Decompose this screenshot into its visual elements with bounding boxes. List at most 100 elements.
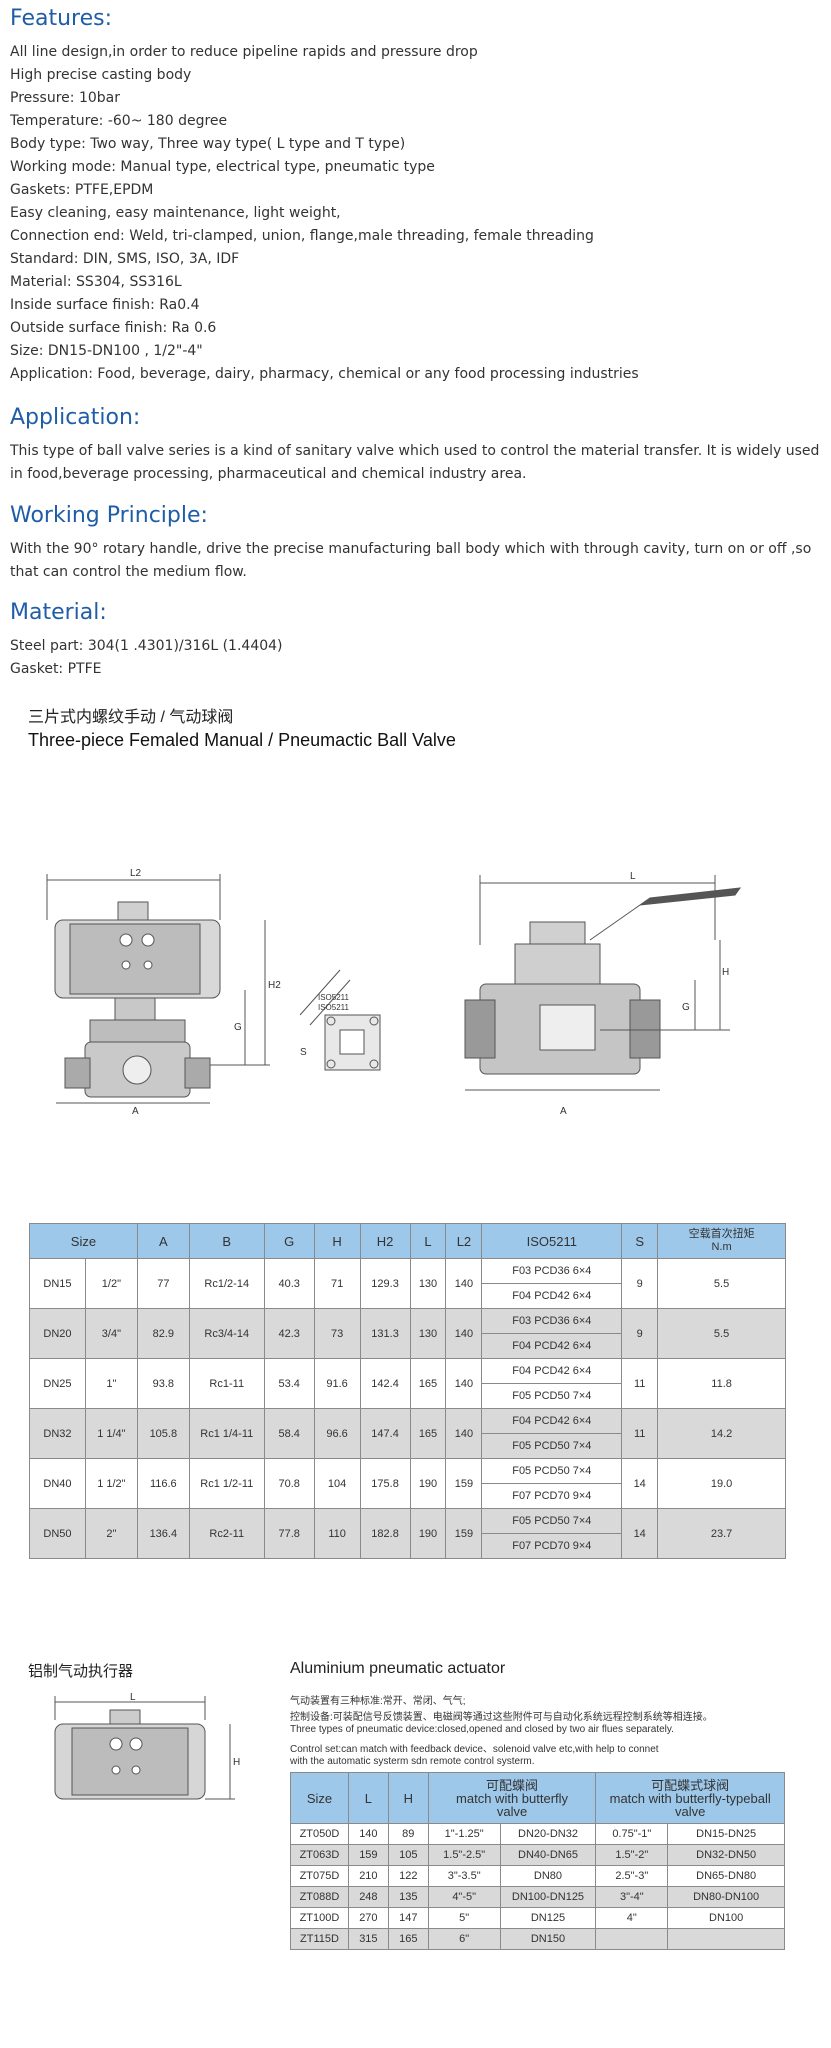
cell-l2: 140 xyxy=(445,1408,483,1459)
actuator-cell: 105 xyxy=(387,1844,429,1866)
cell-h: 91.6 xyxy=(313,1358,361,1409)
cell-g: 77.8 xyxy=(263,1508,315,1559)
cell-l: 190 xyxy=(409,1508,447,1559)
label-a: A xyxy=(132,1106,139,1117)
cell-b: Rc1 1/2-11 xyxy=(188,1458,265,1509)
actuator-cell: 3"-4" xyxy=(595,1886,669,1908)
header-l: L xyxy=(409,1223,447,1259)
cell-h: 71 xyxy=(313,1258,361,1309)
act-header-butterfly-ball: 可配蝶式球阀 match with butterfly-typeball val… xyxy=(595,1772,785,1824)
cell-h: 104 xyxy=(313,1458,361,1509)
feature-line: Temperature: -60~ 180 degree xyxy=(10,113,228,129)
actuator-cell: 140 xyxy=(347,1823,389,1845)
feature-line: Body type: Two way, Three way type( L ty… xyxy=(10,136,406,152)
working-principle-text: With the 90° rotary handle, drive the pr… xyxy=(10,541,812,580)
cell-s: 11 xyxy=(621,1408,659,1459)
cell-a: 82.9 xyxy=(136,1308,190,1359)
actuator-cell: 210 xyxy=(347,1865,389,1887)
application-text: This type of ball valve series is a kind… xyxy=(10,443,820,482)
label-s: S xyxy=(300,1047,307,1058)
valve-drawings: L2 H2 G A ISO5211 ISO5211 S L H G A xyxy=(46,868,742,1117)
actuator-title-cn: 铝制气动执行器 xyxy=(28,1663,134,1680)
product-title-cn: 三片式内螺纹手动 / 气动球阀 xyxy=(28,709,234,726)
cell-l: 165 xyxy=(409,1358,447,1409)
material-line-gasket: Gasket: PTFE xyxy=(10,661,102,677)
actuator-cell: DN20-DN32 xyxy=(499,1823,597,1845)
actuator-cell: 147 xyxy=(387,1907,429,1929)
cell-b: Rc2-11 xyxy=(188,1508,265,1559)
actuator-cell: 248 xyxy=(347,1886,389,1908)
cell-h: 73 xyxy=(313,1308,361,1359)
cell-iso: F04 PCD42 6×4 xyxy=(481,1408,623,1434)
cell-iso: F04 PCD42 6×4 xyxy=(481,1333,623,1359)
spec-row-iso: F07 PCD70 9×4 xyxy=(30,1533,786,1559)
actuator-note-3: Three types of pneumatic device:closed,o… xyxy=(290,1724,674,1735)
actuator-cell: DN80 xyxy=(499,1865,597,1887)
cell-h2: 147.4 xyxy=(359,1408,411,1459)
actuator-note-2: 控制设备:可装配信号反馈装置、电磁阀等通过这些附件可与自动化系统远程控制系统等相… xyxy=(290,1712,713,1723)
cell-l2: 159 xyxy=(445,1508,483,1559)
act-header-size: Size xyxy=(290,1772,349,1824)
actuator-title-en: Aluminium pneumatic actuator xyxy=(290,1660,506,1677)
actuator-cell: DN65-DN80 xyxy=(667,1865,785,1887)
actuator-note-5: with the automatic systerm sdn remote co… xyxy=(290,1756,535,1767)
actuator-note-1: 气动装置有三种标准:常开、常闭、气气; xyxy=(290,1696,466,1707)
cell-torque: 23.7 xyxy=(657,1508,786,1559)
cell-size: DN50 xyxy=(29,1508,86,1559)
header-iso: ISO5211 xyxy=(481,1223,623,1259)
flange-drawing xyxy=(299,969,381,1071)
cell-size: DN25 xyxy=(29,1358,86,1409)
feature-line: Gaskets: PTFE,EPDM xyxy=(10,182,154,198)
actuator-note-4: Control set:can match with feedback devi… xyxy=(290,1744,659,1755)
feature-line: Inside surface finish: Ra0.4 xyxy=(10,297,200,313)
cell-g: 58.4 xyxy=(263,1408,315,1459)
cell-inch: 1" xyxy=(84,1358,138,1409)
cell-h: 96.6 xyxy=(313,1408,361,1459)
cell-torque: 11.8 xyxy=(657,1358,786,1409)
act-header-l: L xyxy=(347,1772,389,1824)
actuator-cell: ZT050D xyxy=(290,1823,349,1845)
actuator-cell: ZT063D xyxy=(290,1844,349,1866)
header-a: A xyxy=(136,1223,190,1259)
header-b: B xyxy=(188,1223,265,1259)
spec-table: Size A B G H H2 L L2 ISO5211 S 空载首次扭矩 N.… xyxy=(29,1223,786,1559)
actuator-table: Size L H 可配蝶阀 match with butterfly valve… xyxy=(290,1772,785,1950)
spec-row-iso: F05 PCD50 7×4 xyxy=(30,1383,786,1409)
actuator-label-h: H xyxy=(233,1757,240,1768)
feature-line: Size: DN15-DN100 , 1/2"-4" xyxy=(10,343,203,359)
actuator-cell xyxy=(595,1928,669,1950)
actuator-cell: DN125 xyxy=(499,1907,597,1929)
cell-iso: F07 PCD70 9×4 xyxy=(481,1483,623,1509)
label-g: G xyxy=(234,1022,242,1033)
cell-l2: 140 xyxy=(445,1258,483,1309)
spec-table-header: Size A B G H H2 L L2 ISO5211 S 空载首次扭矩 N.… xyxy=(29,1223,786,1259)
actuator-cell: DN80-DN100 xyxy=(667,1886,785,1908)
actuator-cell: 270 xyxy=(347,1907,389,1929)
label-l: L xyxy=(630,871,636,882)
cell-s: 9 xyxy=(621,1308,659,1359)
cell-a: 93.8 xyxy=(136,1358,190,1409)
cell-a: 116.6 xyxy=(136,1458,190,1509)
cell-h2: 142.4 xyxy=(359,1358,411,1409)
cell-inch: 1 1/2" xyxy=(84,1458,138,1509)
cell-l: 165 xyxy=(409,1408,447,1459)
actuator-cell: 5" xyxy=(427,1907,501,1929)
actuator-cell: DN40-DN65 xyxy=(499,1844,597,1866)
cell-iso: F04 PCD42 6×4 xyxy=(481,1358,623,1384)
actuator-cell: 6" xyxy=(427,1928,501,1950)
cell-l: 190 xyxy=(409,1458,447,1509)
label-g-right: G xyxy=(682,1002,690,1013)
cell-iso: F07 PCD70 9×4 xyxy=(481,1533,623,1559)
cell-l: 130 xyxy=(409,1258,447,1309)
cell-s: 9 xyxy=(621,1258,659,1309)
cell-b: Rc1-11 xyxy=(188,1358,265,1409)
feature-line: Outside surface finish: Ra 0.6 xyxy=(10,320,217,336)
cell-inch: 2" xyxy=(84,1508,138,1559)
